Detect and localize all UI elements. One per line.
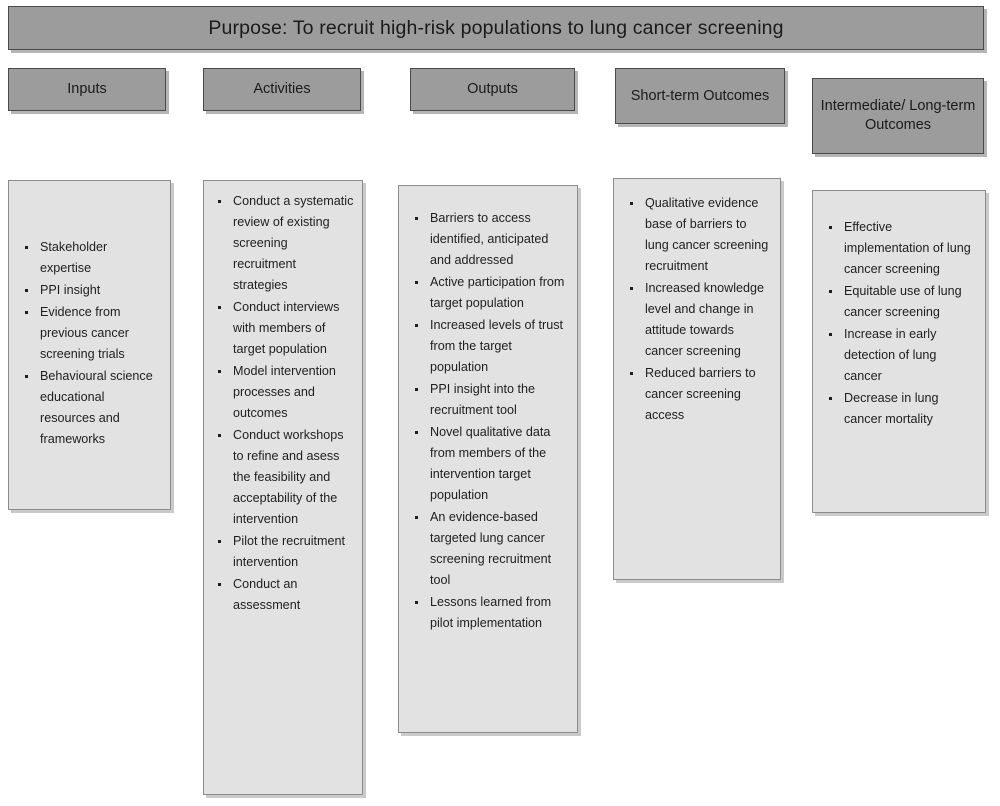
column-header-label: Outputs — [467, 81, 518, 97]
column-header-short-term-outcomes: Short-term Outcomes — [615, 68, 785, 124]
purpose-text: Purpose: To recruit high-risk population… — [208, 16, 784, 39]
list-item: Qualitative evidence base of barriers to… — [628, 193, 770, 277]
list-item: PPI insight into the recruitment tool — [413, 379, 569, 421]
column-header-activities: Activities — [203, 68, 361, 111]
column-header-label: Inputs — [67, 81, 107, 97]
list-item: PPI insight — [23, 280, 158, 301]
list-item: Pilot the recruitment intervention — [216, 531, 354, 573]
list-item: Conduct workshops to refine and asess th… — [216, 425, 354, 530]
list-item: Evidence from previous cancer screening … — [23, 302, 158, 365]
column-header-inputs: Inputs — [8, 68, 166, 111]
column-content-activities: Conduct a systematic review of existing … — [203, 180, 363, 795]
column-content-short-term-outcomes: Qualitative evidence base of barriers to… — [613, 178, 781, 580]
bullet-list-intermediate-long-term-outcomes: Effective implementation of lung cancer … — [827, 217, 977, 430]
column-content-outputs: Barriers to access identified, anticipat… — [398, 185, 578, 733]
list-item: Increase in early detection of lung canc… — [827, 324, 977, 387]
bullet-list-outputs: Barriers to access identified, anticipat… — [413, 208, 569, 634]
list-item: Conduct a systematic review of existing … — [216, 191, 354, 296]
bullet-list-activities: Conduct a systematic review of existing … — [216, 191, 354, 616]
list-item: Conduct an assessment — [216, 574, 354, 616]
purpose-banner: Purpose: To recruit high-risk population… — [8, 6, 984, 50]
column-header-label: Intermediate/ Long-term Outcomes — [820, 98, 976, 133]
column-header-label: Activities — [253, 81, 311, 97]
list-item: An evidence-based targeted lung cancer s… — [413, 507, 569, 591]
list-item: Decrease in lung cancer mortality — [827, 388, 977, 430]
column-content-intermediate-long-term-outcomes: Effective implementation of lung cancer … — [812, 190, 986, 513]
list-item: Model intervention processes and outcome… — [216, 361, 354, 424]
list-item: Reduced barriers to cancer screening acc… — [628, 363, 770, 426]
bullet-list-short-term-outcomes: Qualitative evidence base of barriers to… — [628, 193, 770, 426]
list-item: Increased knowledge level and change in … — [628, 278, 770, 362]
list-item: Behavioural science educational resource… — [23, 366, 158, 450]
list-item: Novel qualitative data from members of t… — [413, 422, 569, 506]
column-header-label: Short-term Outcomes — [630, 87, 770, 104]
column-header-intermediate-long-term-outcomes: Intermediate/ Long-term Outcomes — [812, 78, 984, 154]
column-content-inputs: Stakeholder expertise PPI insight Eviden… — [8, 180, 171, 510]
list-item: Barriers to access identified, anticipat… — [413, 208, 569, 271]
list-item: Increased levels of trust from the targe… — [413, 315, 569, 378]
column-header-outputs: Outputs — [410, 68, 575, 111]
list-item: Equitable use of lung cancer screening — [827, 281, 977, 323]
list-item: Conduct interviews with members of targe… — [216, 297, 354, 360]
list-item: Active participation from target populat… — [413, 272, 569, 314]
list-item: Effective implementation of lung cancer … — [827, 217, 977, 280]
list-item: Lessons learned from pilot implementatio… — [413, 592, 569, 634]
list-item: Stakeholder expertise — [23, 237, 158, 279]
bullet-list-inputs: Stakeholder expertise PPI insight Eviden… — [23, 237, 158, 450]
